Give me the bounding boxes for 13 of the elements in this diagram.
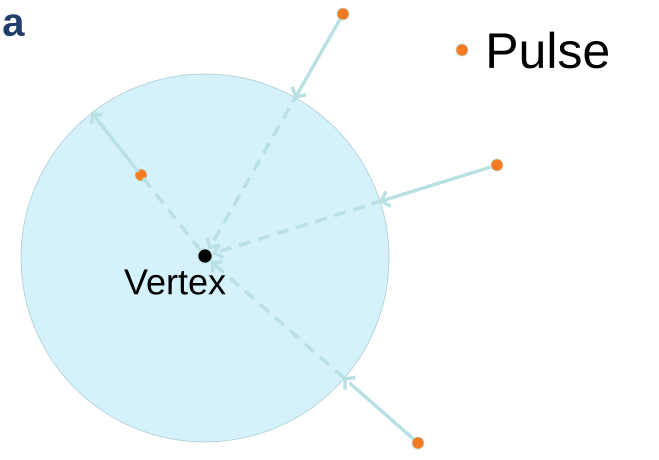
arrow (212, 165, 492, 260)
pulse-dot (490, 158, 504, 172)
pulse-dot (336, 8, 350, 20)
panel-letter: a (3, 14, 25, 36)
arrow (206, 18, 342, 250)
sphere (20, 74, 390, 442)
vertex-dot (198, 248, 212, 264)
vertex-label: Vertex (124, 270, 226, 295)
pulse-dot (134, 168, 148, 182)
legend-label: Pulse (489, 32, 608, 68)
arrow (210, 260, 414, 440)
arrow (90, 112, 202, 252)
pulse-dot (412, 436, 424, 450)
